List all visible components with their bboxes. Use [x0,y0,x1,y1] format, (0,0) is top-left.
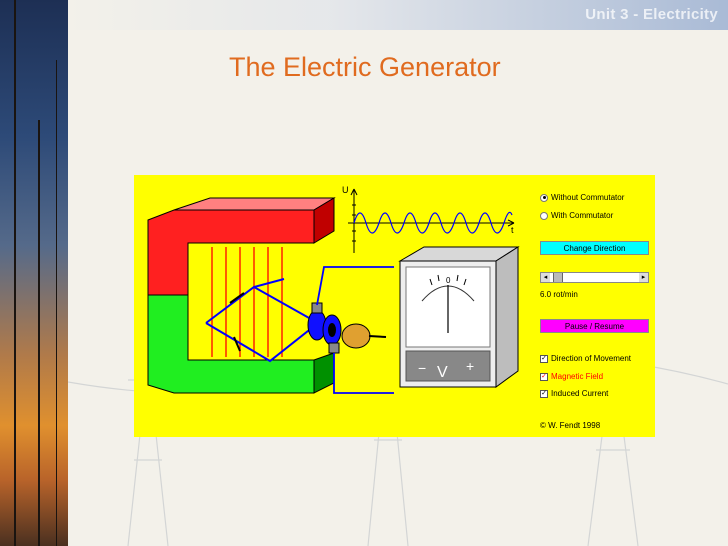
movement-arrow-top [229,292,245,304]
checkbox-magnetic-field[interactable]: ✓Magnetic Field [540,372,603,381]
slide-title: The Electric Generator [229,52,501,82]
slider-thumb[interactable] [553,273,563,282]
copyright-label: © W. Fendt 1998 [540,421,601,430]
speed-slider[interactable]: ◂ ▸ [540,272,649,283]
voltmeter [398,246,520,388]
voltage-graph [348,188,515,253]
checkbox-induced-current[interactable]: ✓Induced Current [540,389,608,398]
rotating-coil [205,278,320,363]
meter-zero-label: 0 [446,276,451,285]
meter-v-label: V [437,364,448,381]
meter-minus-label: − [418,360,426,376]
meter-plus-label: + [466,358,474,374]
radio-button [540,211,548,220]
radio-without-commutator[interactable]: Without Commutator [540,193,624,202]
radio-label: Without Commutator [551,193,625,202]
speed-label: 6.0 rot/min [540,290,578,299]
radio-with-commutator[interactable]: With Commutator [540,211,613,220]
voltage-curve [353,211,513,234]
header-band: Unit 3 - Electricity [68,0,728,30]
pause-resume-button[interactable]: Pause / Resume [540,319,649,333]
graph-x-label: t [511,225,514,235]
generator-applet: U t [134,175,655,437]
side-photo-strip [0,0,68,546]
graph-y-label: U [342,185,349,195]
chevron-left-icon[interactable]: ◂ [541,273,550,282]
checkbox: ✓ [540,354,548,363]
radio-label: With Commutator [551,211,614,220]
checkbox: ✓ [540,372,548,381]
chevron-right-icon[interactable]: ▸ [639,273,648,282]
change-direction-button[interactable]: Change Direction [540,241,649,255]
slip-rings [307,302,342,354]
checkbox-direction-of-movement[interactable]: ✓Direction of Movement [540,354,631,363]
checkbox-label: Induced Current [551,389,609,398]
crank-wheel [341,323,371,349]
magnetic-field-lines [211,247,283,357]
checkbox-label: Direction of Movement [551,354,632,363]
radio-button [540,193,548,202]
unit-label: Unit 3 - Electricity [585,6,718,23]
checkbox: ✓ [540,389,548,398]
movement-arrow-bottom [233,336,241,352]
horseshoe-magnet [147,197,336,394]
checkbox-label: Magnetic Field [551,372,604,381]
generator-diagram: U t [147,185,520,394]
